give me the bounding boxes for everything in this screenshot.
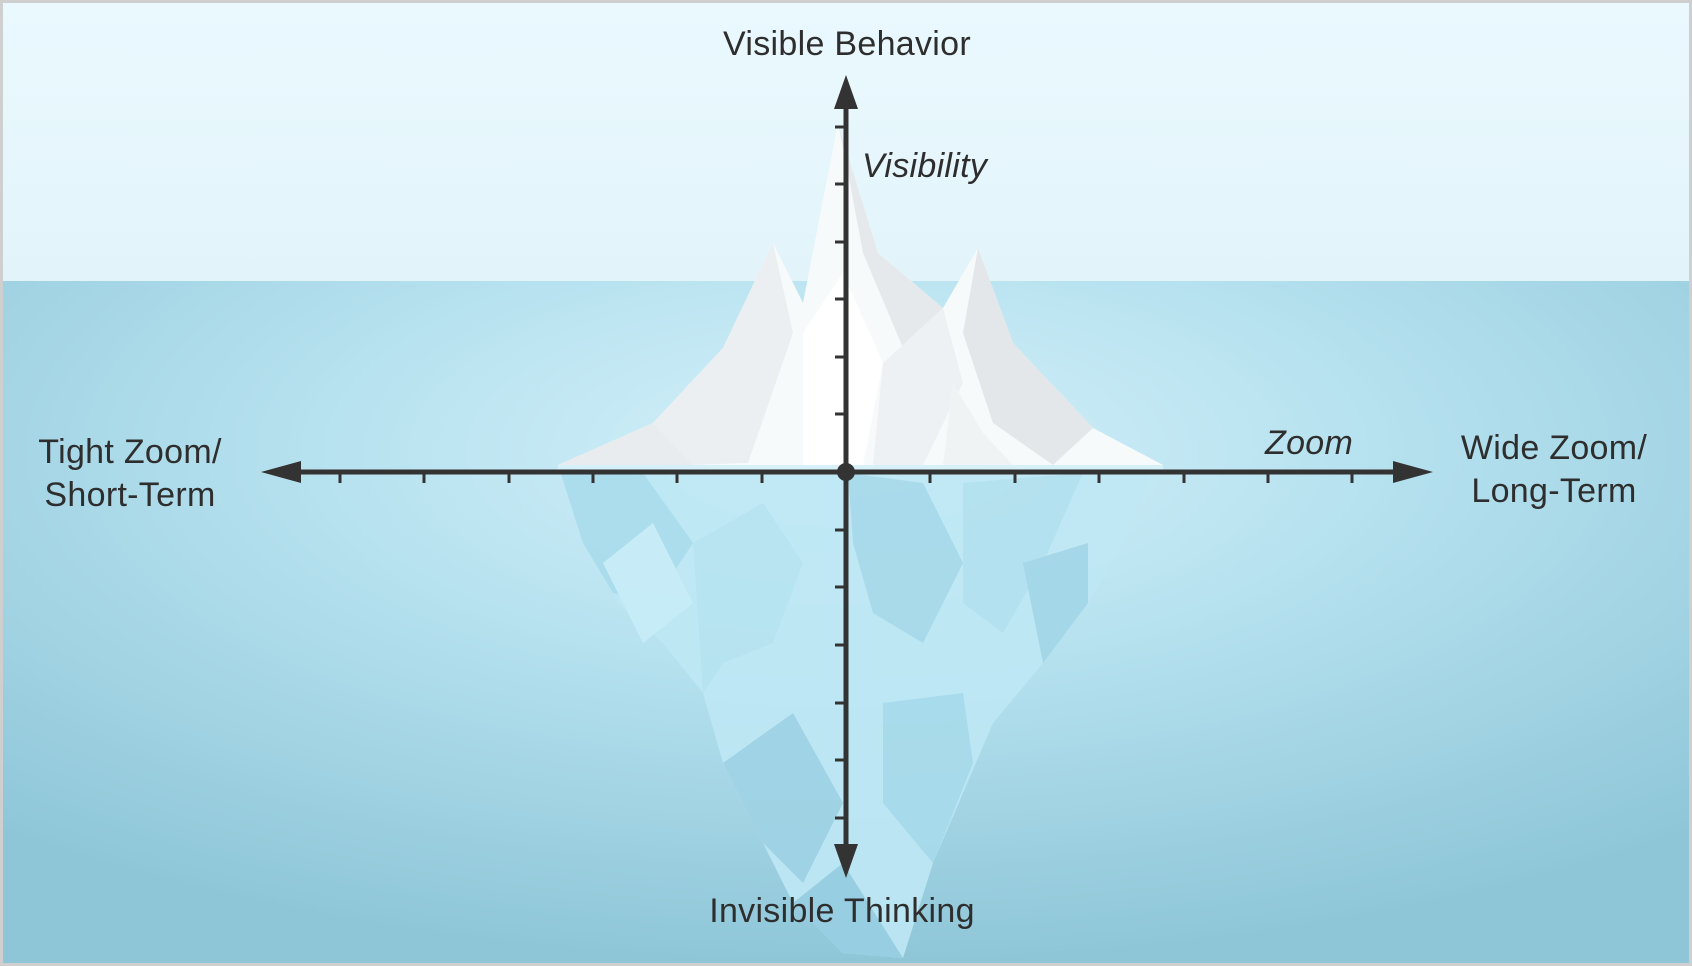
axes [261,75,1433,878]
horizontal-axis-ticks [338,472,1354,483]
horizontal-axis-name: Zoom [1265,424,1354,462]
axis-right-label-line-1: Wide Zoom/ [1460,429,1648,467]
submerged-iceberg [559,468,1153,958]
axis-left-label-line-1: Tight Zoom/ [38,433,222,471]
axis-bottom-label: Invisible Thinking [709,892,975,930]
vertical-axis-name: Visibility [862,147,988,185]
arrow-right-icon [1393,461,1433,483]
iceberg-illustration [3,3,1689,963]
diagram-canvas: Visible Behavior Visibility Zoom Tight Z… [3,3,1689,963]
origin-point [837,463,855,481]
axis-left-label: Tight Zoom/ Short-Term [25,431,235,517]
axis-right-label: Wide Zoom/ Long-Term [1449,427,1659,513]
arrow-up-icon [834,75,858,109]
arrow-down-icon [834,844,858,878]
axis-right-label-line-2: Long-Term [1471,472,1637,510]
axis-top-label: Visible Behavior [723,25,971,63]
axis-left-label-line-2: Short-Term [44,476,216,514]
iceberg-tip [558,123,1163,465]
vertical-axis-ticks [835,125,846,820]
waterline [558,465,1163,471]
arrow-left-icon [261,461,301,483]
